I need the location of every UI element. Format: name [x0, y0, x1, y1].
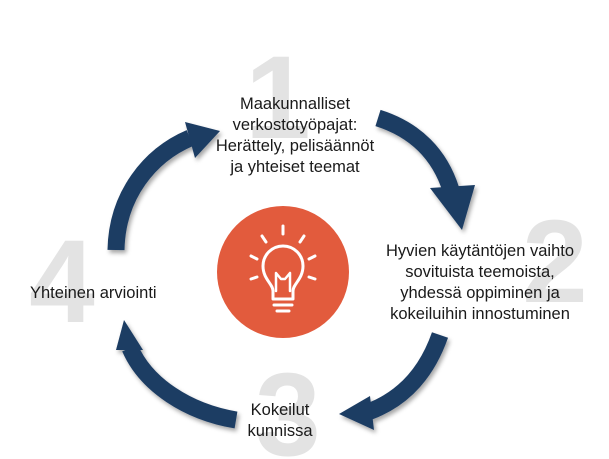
step-3-label: Kokeilut kunnissa — [220, 400, 340, 442]
step-2-line: sovituista teemoista, — [405, 263, 555, 281]
step-2-line: yhdessä oppiminen ja — [400, 284, 560, 302]
step-2-line: kokeiluihin innostuminen — [390, 305, 570, 323]
step-1-line: Maakunnalliset — [239, 95, 351, 113]
step-2-label: Hyvien käytäntöjen vaihto sovituista tee… — [368, 241, 592, 325]
step-1-line: Herättely, pelisäännöt — [215, 137, 375, 155]
step-3-line: Kokeilut — [250, 401, 310, 419]
step-3-line: kunnissa — [247, 422, 313, 440]
step-1-line: verkostotyöpajat: — [232, 116, 358, 134]
arrow-bottom-right — [339, 332, 449, 430]
step-4-line: Yhteinen arviointi — [30, 284, 157, 302]
step-1-label: Maakunnalliset verkostotyöpajat: Herätte… — [195, 94, 395, 178]
center-circle — [217, 206, 349, 338]
arrow-bottom-left — [116, 320, 238, 429]
lightbulb-icon — [249, 224, 317, 313]
step-1-line: ja yhteiset teemat — [230, 158, 360, 176]
cycle-arrows — [107, 109, 475, 430]
step-4-label: Yhteinen arviointi — [30, 283, 210, 304]
arrow-top-left — [107, 122, 220, 251]
arrow-top-right — [375, 109, 475, 230]
step-number-1: 1 — [245, 32, 311, 164]
step-number-4: 4 — [29, 216, 95, 348]
step-2-line: Hyvien käytäntöjen vaihto — [385, 242, 575, 260]
step-number-2: 2 — [522, 196, 588, 328]
step-number-3: 3 — [255, 349, 321, 459]
